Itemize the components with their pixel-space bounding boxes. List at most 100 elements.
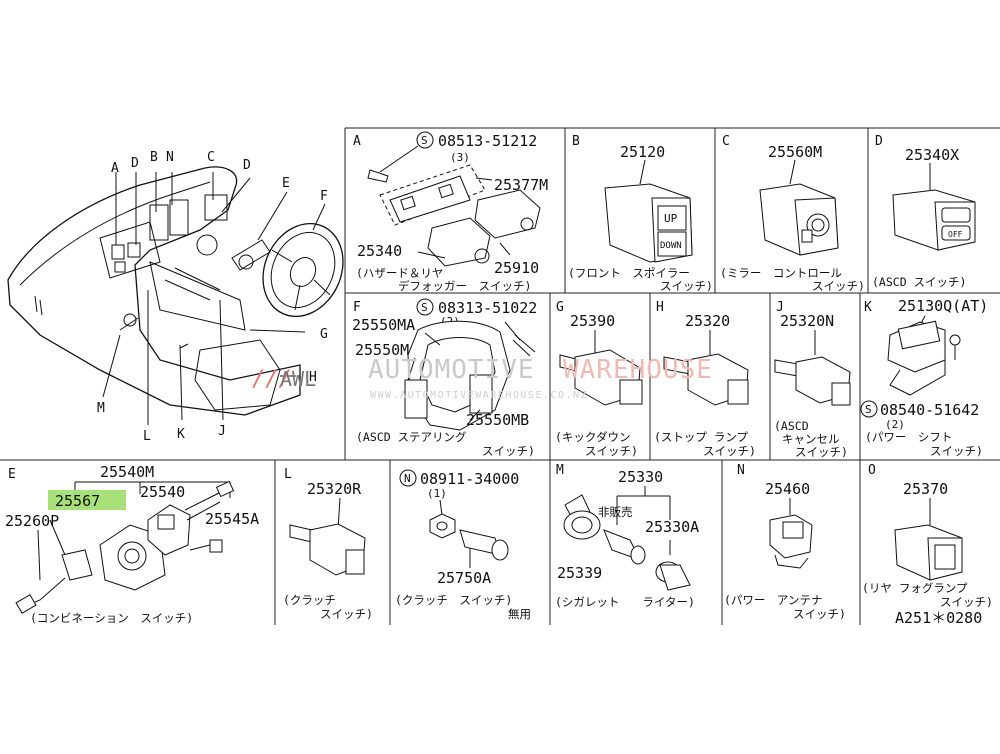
panel-n: N 25460 (パワー アンテナ スイッチ) xyxy=(724,463,846,621)
view-letter-m: M xyxy=(97,401,105,416)
view-letter-g: G xyxy=(320,327,328,342)
panel-n1-nut-qty: (1) xyxy=(427,487,447,500)
panel-d-caption: (ASCD スイッチ) xyxy=(872,275,966,289)
view-letter-c: C xyxy=(207,150,215,165)
panel-m-part-25339: 25339 xyxy=(557,564,602,582)
panel-b-caption-line1: (フロント スポイラー xyxy=(568,266,690,280)
panel-b-letter: B xyxy=(572,134,580,149)
panel-a-caption-line1: (ハザード＆リヤ xyxy=(356,266,443,280)
panel-e-part-25260p: 25260P xyxy=(5,512,59,530)
view-letter-b: B xyxy=(150,150,158,165)
panel-n1: N 08911-34000 (1) 25750A (クラッチ スイッチ) 無用 xyxy=(395,469,531,621)
panel-a-part-25910: 25910 xyxy=(494,259,539,277)
view-letter-d1: D xyxy=(131,156,139,171)
panel-j-caption-line2: キャンセル xyxy=(782,432,840,446)
panel-l: L 25320R (クラッチ スイッチ) xyxy=(283,467,373,621)
view-letter-j: J xyxy=(218,424,226,439)
watermark-url: WWW.AUTOMOTIVEWAREHOUSE.CO.NZ xyxy=(370,390,588,401)
panel-n1-part-number: 25750A xyxy=(437,569,491,587)
panel-g: G 25390 (キックダウン スイッチ) xyxy=(555,300,643,458)
panel-c-letter: C xyxy=(722,134,730,149)
panel-a-part-25377m: 25377M xyxy=(494,176,548,194)
panel-h-letter: H xyxy=(656,300,664,315)
watermark-word-warehouse: WAREHOUSE xyxy=(563,355,713,385)
panel-f-caption-line2: スイッチ) xyxy=(482,444,535,458)
panel-k-bolt-number: 08540-51642 xyxy=(880,401,979,419)
panel-m-caption: (シガレット ライター) xyxy=(555,595,695,609)
panel-o-letter: O xyxy=(868,463,876,478)
panel-o-caption-line1: (リヤ フォグランプ xyxy=(862,581,968,595)
panel-k-caption-line2: スイッチ) xyxy=(930,444,983,458)
dashboard-overview: A D B N C D E F G H J K L M xyxy=(7,150,344,444)
watermark-logo: AWL xyxy=(280,367,316,391)
view-letter-h: H xyxy=(309,370,317,385)
view-letter-k: K xyxy=(177,427,185,442)
panel-f-caption-line1: (ASCD ステアリング xyxy=(356,430,467,444)
panel-m-part-number: 25330 xyxy=(618,468,663,486)
panel-k-bolt-symbol: S xyxy=(865,403,872,416)
highlight-box xyxy=(48,490,126,510)
panel-o: O 25370 (リヤ フォグランプ スイッチ) A251＊0280 xyxy=(862,463,993,627)
panel-grid xyxy=(0,127,1000,625)
panel-c: C 25560M (ミラー コントロール スイッチ) xyxy=(720,134,865,293)
panel-f-letter: F xyxy=(353,300,361,315)
panel-c-part-number: 25560M xyxy=(768,143,822,161)
panel-k-bolt-qty: (2) xyxy=(885,418,905,431)
panel-m-part-25330a: 25330A xyxy=(645,518,699,536)
panel-f-bolt-number: 08313-51022 xyxy=(438,299,537,317)
panel-h: H 25320 (ストップ ランプ スイッチ) xyxy=(654,300,756,458)
panel-j: J 25320N (ASCD キャンセル スイッチ) xyxy=(774,300,851,459)
panel-e-letter: E xyxy=(8,467,16,482)
panel-f: F S 08313-51022 (2) 25550MA 25550M 25550… xyxy=(352,298,537,458)
panel-k-letter: K xyxy=(864,300,872,315)
panel-h-caption-line2: スイッチ) xyxy=(703,444,756,458)
panel-b-part-number: 25120 xyxy=(620,143,665,161)
panel-l-letter: L xyxy=(284,467,292,482)
view-letter-e: E xyxy=(282,176,290,191)
watermark-word-automotive: AUTOMOTIVE xyxy=(368,355,535,385)
panel-m-not-for-sale: 非販売 xyxy=(598,505,633,519)
view-letter-f: F xyxy=(320,189,328,204)
panel-n1-nut-number: 08911-34000 xyxy=(420,470,519,488)
view-letter-d2: D xyxy=(243,158,251,173)
panel-f-part-25550m: 25550M xyxy=(355,341,409,359)
panel-f-part-25550mb: 25550MB xyxy=(466,411,529,429)
panel-h-part-number: 25320 xyxy=(685,312,730,330)
panel-b-caption-line2: スイッチ) xyxy=(660,279,713,293)
panel-l-part-number: 25320R xyxy=(307,480,362,498)
view-letter-a: A xyxy=(111,161,119,176)
panel-k-caption-line1: (パワー シフト xyxy=(865,430,952,444)
panel-g-part-number: 25390 xyxy=(570,312,615,330)
panel-f-part-25550ma: 25550MA xyxy=(352,316,415,334)
panel-k-part-number: 25130Q(AT) xyxy=(898,297,988,315)
panel-o-reference-code: A251＊0280 xyxy=(895,609,982,627)
panel-l-caption-line1: (クラッチ xyxy=(283,593,336,607)
panel-n1-caption: (クラッチ スイッチ) xyxy=(395,593,512,607)
panel-a-bolt-symbol: S xyxy=(421,134,428,147)
panel-a-part-25340: 25340 xyxy=(357,242,402,260)
panel-d-part-number: 25340X xyxy=(905,146,959,164)
panel-c-caption-line1: (ミラー コントロール xyxy=(720,266,842,280)
panel-e-part-25567: 25567 xyxy=(55,492,100,510)
panel-n-part-number: 25460 xyxy=(765,480,810,498)
panel-j-caption-line1: (ASCD xyxy=(774,419,809,433)
watermark: /// AWL AUTOMOTIVE WAREHOUSE WWW.AUTOMOT… xyxy=(252,355,713,401)
panel-n-letter: N xyxy=(737,463,745,478)
panel-e-part-25545a: 25545A xyxy=(205,510,259,528)
panel-a-caption-line2: デフォッガー スイッチ) xyxy=(398,279,531,293)
panel-g-letter: G xyxy=(556,300,564,315)
panel-b-button-up: UP xyxy=(664,212,678,225)
panel-e-part-25540m: 25540M xyxy=(100,463,154,481)
view-letter-l: L xyxy=(143,429,151,444)
panel-a-bolt-number: 08513-51212 xyxy=(438,132,537,150)
panel-c-caption-line2: スイッチ) xyxy=(812,279,865,293)
panel-m: M 25330 非販売 25330A 25339 (シガレット ライター) xyxy=(555,463,699,609)
panel-e: E 25540M 25567 25540 25260P 25545A (コンビネ… xyxy=(5,463,259,625)
panel-h-caption-line1: (ストップ ランプ xyxy=(654,430,749,444)
watermark-slashes: /// xyxy=(252,367,292,392)
panel-j-caption-line3: スイッチ) xyxy=(795,445,848,459)
panel-g-caption-line1: (キックダウン xyxy=(555,430,630,444)
panel-e-part-25540: 25540 xyxy=(140,483,185,501)
panel-j-part-number: 25320N xyxy=(780,312,834,330)
